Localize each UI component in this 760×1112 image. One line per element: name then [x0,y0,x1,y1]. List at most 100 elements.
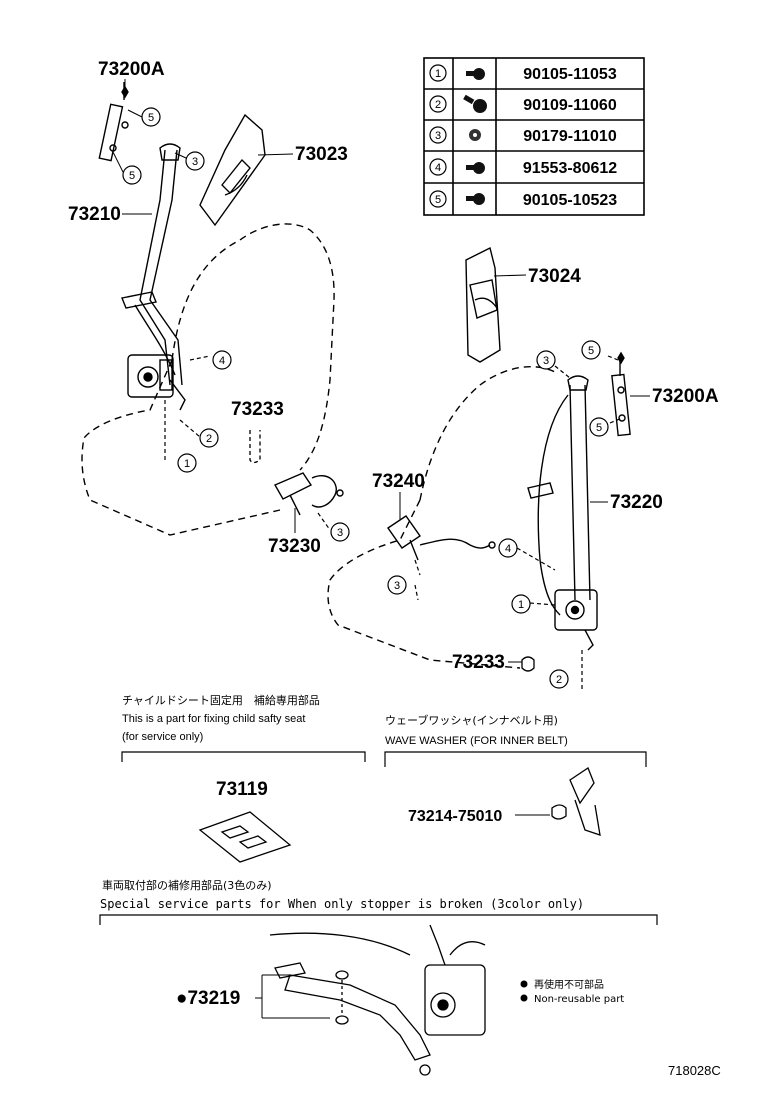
buckle-73240 [387,515,496,561]
svg-text:73023: 73023 [295,144,348,165]
svg-text:90105-11053: 90105-11053 [523,66,617,83]
svg-text:73233: 73233 [231,399,284,420]
label-73210: 73210 [68,204,152,225]
pillar-trim-73024 [465,246,501,363]
svg-text:5: 5 [148,112,154,124]
svg-text:5: 5 [596,422,602,434]
svg-text:車両取付部の補修用部品(3色のみ): 車両取付部の補修用部品(3色のみ) [102,878,272,892]
hardware-table [423,57,645,216]
label-73119: 73119 [216,779,268,800]
bolt-icon [466,68,485,80]
svg-text:90109-11060: 90109-11060 [523,97,617,114]
svg-text:73024: 73024 [528,266,581,287]
left-anchor-adjuster [98,82,129,162]
svg-text:4: 4 [219,355,225,367]
table-row-1: 1 90105-11053 [429,64,617,83]
bolt-icon [463,94,487,113]
callout-5: 5 [127,107,161,127]
svg-text:2: 2 [556,674,562,686]
callout-3: 3 [174,151,205,171]
callout-3: 3 [330,522,350,542]
label-73219: ●73219 [176,974,330,1019]
callout-1: 1 [511,594,531,614]
stopper-assembly [269,924,486,1076]
callout-5: 5 [581,340,601,360]
svg-text:4: 4 [505,543,511,555]
buckle-73230 [274,472,344,516]
svg-text:91553-80612: 91553-80612 [523,160,617,177]
svg-text:73200A: 73200A [98,59,165,80]
label-73240: 73240 [372,471,425,520]
callout-1: 1 [177,453,197,473]
callout-3: 3 [387,575,407,595]
svg-text:4: 4 [435,162,441,174]
svg-text:73214-75010: 73214-75010 [408,808,502,825]
svg-text:73210: 73210 [68,204,121,225]
left-retractor [127,354,186,411]
svg-text:90179-11010: 90179-11010 [523,128,617,145]
callout-5: 5 [589,417,609,437]
table-row-5: 5 90105-10523 [429,190,617,209]
label-73024: 73024 [493,266,581,287]
wave-washer-left [249,430,261,464]
svg-text:73233: 73233 [452,652,505,673]
callout-4: 4 [212,350,232,370]
table-row-4: 4 91553-80612 [429,158,617,177]
label-73023: 73023 [257,144,348,165]
svg-text:73220: 73220 [610,492,663,513]
child-seat-bracket [198,811,292,863]
svg-text:73230: 73230 [268,536,321,557]
label-73233-right: 73233 [452,652,522,673]
svg-text:2: 2 [435,99,441,111]
svg-text:(for service only): (for service only) [122,731,203,743]
callout-4: 4 [498,538,518,558]
svg-text:1: 1 [518,599,524,611]
nut-icon [469,129,481,141]
label-73233-left: 73233 [231,399,284,420]
special-service-note: 車両取付部の補修用部品(3色のみ) Special service parts … [99,878,658,925]
right-dashed-links [414,355,623,690]
left-dashed-links [164,355,331,531]
right-retractor [554,589,598,651]
svg-text:WAVE WASHER (FOR INNER BELT): WAVE WASHER (FOR INNER BELT) [385,735,568,747]
svg-text:73119: 73119 [216,779,268,800]
left-seat-outline [81,223,335,536]
right-seat-belt [527,375,591,616]
svg-text:73200A: 73200A [652,386,719,407]
right-seat-outline [327,365,556,669]
svg-text:再使用不可部品: 再使用不可部品 [534,978,604,991]
child-seat-note: チャイルドシート固定用 補給専用部品 This is a part for fi… [121,693,366,762]
inner-belt-buckle [551,767,601,836]
table-row-3: 3 90179-11010 [429,126,617,145]
label-73200A-right: 73200A [630,386,719,407]
label-73230: 73230 [268,508,321,557]
svg-text:3: 3 [394,580,400,592]
bolt-icon [466,162,485,174]
callout-5: 5 [112,151,142,185]
wave-washer-note: ウェーブワッシャ(インナベルト用) WAVE WASHER (FOR INNER… [384,713,647,767]
svg-text:1: 1 [184,458,190,470]
svg-text:1: 1 [435,68,441,80]
svg-text:3: 3 [435,130,441,142]
svg-text:3: 3 [543,355,549,367]
reference-code: 718028C [668,1063,721,1078]
bolt-icon [466,193,485,205]
svg-text:73240: 73240 [372,471,425,492]
svg-text:3: 3 [192,156,198,168]
svg-text:This is a part for fixing chil: This is a part for fixing child safty se… [122,713,305,725]
callout-2: 2 [549,669,569,689]
svg-text:Non-reusable part: Non-reusable part [534,994,624,1005]
svg-text:Special service parts fo: Special service parts for When only stop… [100,897,584,911]
svg-text:5: 5 [588,345,594,357]
label-73214: 73214-75010 [408,808,550,825]
svg-text:●73219: ●73219 [176,988,240,1009]
label-73220: 73220 [590,492,663,513]
svg-text:チャイルドシート固定用 補給専用部品: チャイルドシート固定用 補給専用部品 [122,693,320,707]
svg-text:5: 5 [129,170,135,182]
svg-text:90105-10523: 90105-10523 [523,192,617,209]
callout-3: 3 [536,350,556,370]
svg-text:3: 3 [337,527,343,539]
legend: 再使用不可部品 Non-reusable part [520,978,624,1005]
label-73200A-left: 73200A [98,59,165,92]
